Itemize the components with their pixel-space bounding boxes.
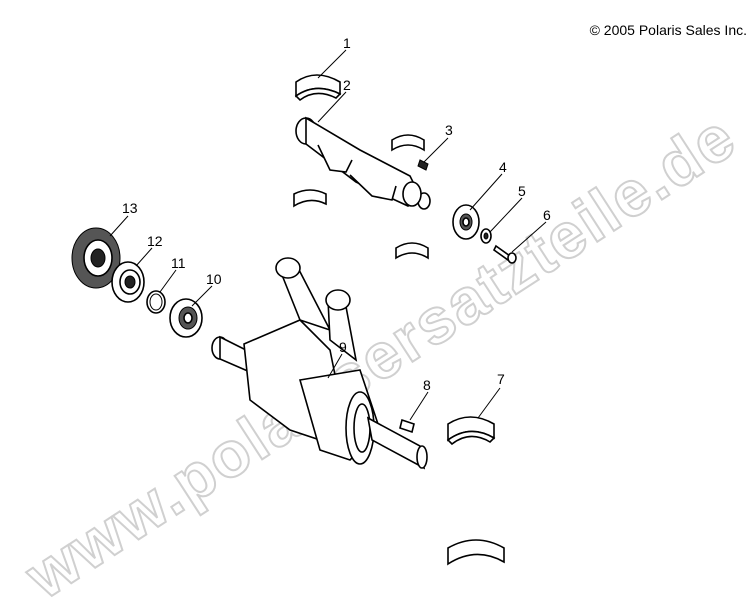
leader-1 <box>317 49 347 79</box>
part-balance-gear[interactable] <box>452 204 480 240</box>
part-bearing-shell-lower[interactable] <box>446 416 496 446</box>
part-gear-bearing-shell[interactable] <box>395 242 429 260</box>
callout-1: 1 <box>343 35 351 51</box>
callout-7: 7 <box>497 371 505 387</box>
copyright-notice: © 2005 Polaris Sales Inc. <box>589 22 747 38</box>
leader-6 <box>511 221 547 253</box>
callout-3: 3 <box>445 122 453 138</box>
leader-11 <box>159 269 177 293</box>
part-balance-shaft[interactable] <box>295 116 431 210</box>
callout-12: 12 <box>147 233 163 249</box>
leader-9 <box>327 353 343 379</box>
part-oil-seal[interactable] <box>71 227 121 289</box>
parts-diagram: www.polarisersatzteile.de © 2005 Polaris… <box>12 22 749 613</box>
part-crankshaft-assembly[interactable] <box>211 257 428 470</box>
leader-10 <box>191 285 213 307</box>
leader-4 <box>469 173 503 211</box>
callout-8: 8 <box>423 377 431 393</box>
part-bearing-shell-bottom[interactable] <box>447 539 505 566</box>
callout-13: 13 <box>122 200 138 216</box>
part-snap-ring[interactable] <box>146 290 166 314</box>
part-bolt[interactable] <box>492 244 517 264</box>
part-woodruff-key[interactable] <box>399 418 415 434</box>
part-ball-bearing[interactable] <box>111 261 145 303</box>
callout-2: 2 <box>343 77 351 93</box>
part-balance-shaft-bearing-shell-left[interactable] <box>293 189 327 208</box>
part-washer[interactable] <box>480 228 492 244</box>
leader-2 <box>317 91 347 123</box>
leader-3 <box>423 137 449 163</box>
leader-13 <box>109 215 129 237</box>
leader-7 <box>477 387 501 419</box>
part-bearing-ring[interactable] <box>169 298 203 338</box>
leader-12 <box>135 247 153 267</box>
callout-9: 9 <box>339 339 347 355</box>
leader-5 <box>489 197 523 233</box>
callout-5: 5 <box>518 183 526 199</box>
part-woodruff-key-small[interactable] <box>417 159 429 171</box>
callout-6: 6 <box>543 207 551 223</box>
exploded-view-drawing: 1 2 3 4 5 6 7 8 9 10 11 12 13 <box>71 35 551 566</box>
callout-10: 10 <box>206 271 222 287</box>
part-balance-shaft-bearing-shell-right[interactable] <box>391 134 425 152</box>
leader-8 <box>409 391 429 421</box>
callout-4: 4 <box>499 159 507 175</box>
part-bearing-shell-upper[interactable] <box>294 74 342 102</box>
callout-11: 11 <box>171 255 186 271</box>
